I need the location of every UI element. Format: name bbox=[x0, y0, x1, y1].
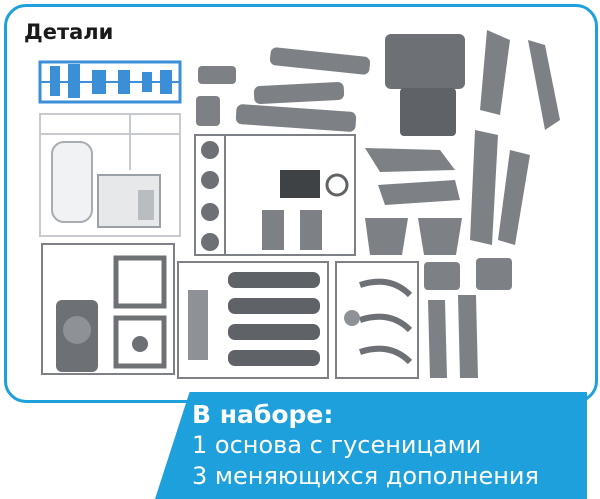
kit-contents: В наборе: 1 основа с гусеницами 3 меняющ… bbox=[192, 400, 539, 492]
blue-sprue bbox=[38, 60, 182, 104]
wheels-sprue bbox=[194, 134, 356, 256]
clear-sprue bbox=[39, 113, 181, 237]
kit-contents-line-1: 1 основа с гусеницами bbox=[192, 431, 482, 459]
loose-parts bbox=[196, 30, 560, 378]
section-title: Детали bbox=[24, 20, 114, 44]
kit-contents-heading: В наборе: bbox=[192, 400, 334, 429]
small-parts-sprue bbox=[335, 261, 419, 379]
banner-background bbox=[155, 392, 587, 499]
base-sprue bbox=[41, 243, 175, 375]
tracks-sprue bbox=[177, 261, 329, 379]
kit-contents-line-2: 3 меняющихся дополнения bbox=[192, 462, 539, 490]
